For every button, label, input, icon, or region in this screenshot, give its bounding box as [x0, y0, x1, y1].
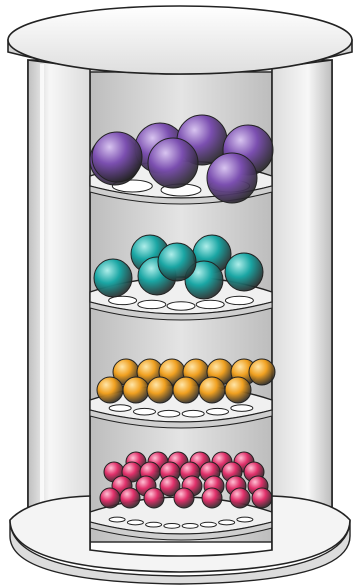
sphere-medium-teal [94, 259, 132, 297]
shelf-hole [146, 522, 162, 527]
sphere-tiny-pink [144, 488, 164, 508]
sphere-small-orange [97, 377, 123, 403]
shelf-tiny-pink [90, 452, 272, 540]
sphere-large-purple [207, 153, 257, 203]
shelf-hole [167, 302, 195, 310]
shelf-small-orange [90, 359, 275, 428]
sphere-tiny-pink [120, 488, 140, 508]
sphere-tiny-pink [202, 488, 222, 508]
shelf-hole [219, 520, 235, 525]
shelf-hole [158, 410, 180, 417]
shelf-hole [237, 517, 253, 522]
sphere-tiny-pink [252, 488, 272, 508]
sphere-tiny-pink [174, 488, 194, 508]
shelf-hole [109, 517, 125, 522]
shelf-hole [109, 296, 137, 304]
sphere-large-purple [148, 138, 198, 188]
sphere-medium-teal [225, 253, 263, 291]
shelf-hole [207, 408, 229, 415]
shelf-hole [182, 410, 204, 417]
sphere-small-orange [123, 377, 149, 403]
shelf-hole [196, 300, 224, 308]
shelf-hole [200, 522, 216, 527]
sphere-medium-teal [158, 243, 196, 281]
sphere-small-orange [173, 377, 199, 403]
sphere-large-purple [92, 132, 142, 182]
right-pillar [272, 60, 332, 550]
sphere-tiny-pink [100, 488, 120, 508]
sphere-small-orange [147, 377, 173, 403]
shelf-hole [225, 296, 253, 304]
shelf-hole [164, 523, 180, 528]
shelf-hole [127, 520, 143, 525]
shelf-hole [182, 523, 198, 528]
sphere-small-orange [249, 359, 275, 385]
sphere-tiny-pink [230, 488, 250, 508]
shelf-hole [138, 300, 166, 308]
shelf-hole [134, 408, 156, 415]
cabinet-top-cap [8, 6, 352, 74]
sphere-small-orange [199, 377, 225, 403]
shelf-hole [231, 405, 253, 412]
shelf-hole [109, 405, 131, 412]
sphere-small-orange [225, 377, 251, 403]
left-pillar [28, 60, 90, 550]
